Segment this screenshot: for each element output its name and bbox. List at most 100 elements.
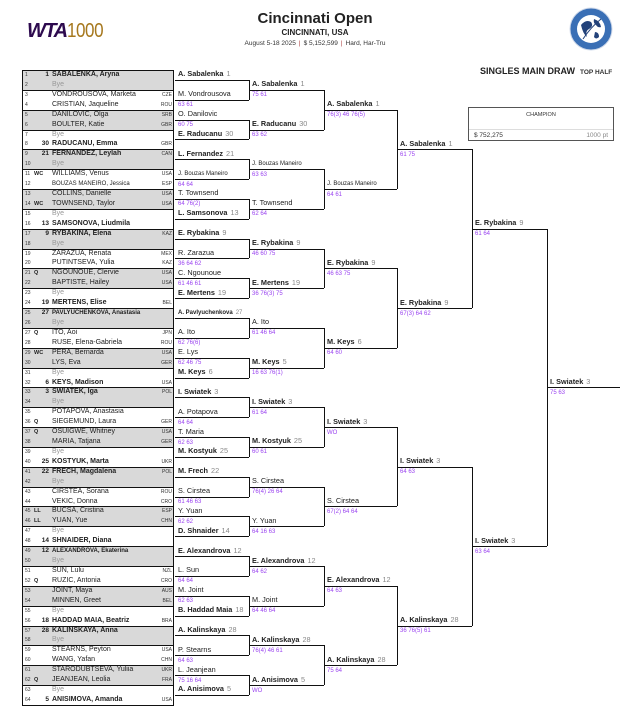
winner-r1-31[interactable]: L. Jeanjean: [178, 665, 216, 675]
winner-r1-2[interactable]: M. Vondrousova: [178, 89, 231, 99]
player-name[interactable]: VEKIC, Donna: [52, 497, 98, 505]
winner-r1-6[interactable]: J. Bouzas Maneiro: [178, 169, 228, 179]
player-name[interactable]: BAPTISTE, Hailey: [52, 279, 110, 287]
player-name[interactable]: KEYS, Madison: [52, 378, 104, 386]
winner-r3-6[interactable]: S. Cirstea: [327, 496, 359, 506]
winner-r1-27[interactable]: M. Joint: [178, 585, 204, 595]
player-name[interactable]: JEANJEAN, Leolia: [52, 676, 111, 684]
player-name[interactable]: DANILOVIC, Olga: [52, 110, 109, 118]
player-name[interactable]: WANG, Yafan: [52, 656, 96, 664]
winner-r2-11[interactable]: S. Cirstea: [252, 476, 284, 486]
winner-r1-11[interactable]: C. Ngounoue: [178, 268, 221, 278]
winner-r2-14[interactable]: M. Joint: [252, 595, 278, 605]
player-name[interactable]: STARODUBTSEVA, Yuliia: [52, 666, 134, 674]
player-name[interactable]: OSUIGWE, Whitney: [52, 428, 116, 436]
player-name[interactable]: MERTENS, Elise: [52, 299, 107, 307]
winner-r1-23[interactable]: Y. Yuan: [178, 506, 203, 516]
player-name[interactable]: PERA, Bernarda: [52, 348, 104, 356]
winner-r1-10[interactable]: R. Zarazua: [178, 248, 214, 258]
player-name[interactable]: SWIATEK, Iga: [52, 388, 98, 396]
winner-r1-22[interactable]: S. Cirstea: [178, 486, 210, 496]
player-name[interactable]: NGOUNOUE, Clervie: [52, 269, 119, 277]
player-name[interactable]: RYBAKINA, Elena: [52, 229, 112, 237]
player-name[interactable]: LYS, Eva: [52, 358, 81, 366]
player-name[interactable]: YUAN, Yue: [52, 517, 88, 525]
winner-r1-15[interactable]: E. Lys: [178, 347, 198, 357]
player-name[interactable]: VONDROUSOVA, Marketa: [52, 90, 136, 98]
player-name[interactable]: WILLIAMS, Venus: [52, 170, 109, 178]
player-name[interactable]: CIRSTEA, Sorana: [52, 487, 109, 495]
player-name[interactable]: PAVLYUCHENKOVA, Anastasia: [52, 310, 141, 317]
player-name[interactable]: ZARAZUA, Renata: [52, 249, 112, 257]
player-name[interactable]: HADDAD MAIA, Beatriz: [52, 616, 130, 624]
winner-r1-30[interactable]: P. Stearns: [178, 645, 211, 655]
player-name[interactable]: RUZIC, Antonia: [52, 576, 101, 584]
player-name[interactable]: SHNAIDER, Diana: [52, 537, 112, 545]
winner-r2-7[interactable]: A. Ito: [252, 317, 269, 327]
winner-r1-3[interactable]: O. Danilovic: [178, 109, 217, 119]
player-name[interactable]: RUSE, Elena-Gabriela: [52, 338, 123, 346]
player-name[interactable]: FRECH, Magdalena: [52, 467, 117, 475]
player-name[interactable]: BOUZAS MANEIRO, Jessica: [52, 181, 130, 188]
winner-r2-4[interactable]: T. Townsend: [252, 198, 292, 208]
